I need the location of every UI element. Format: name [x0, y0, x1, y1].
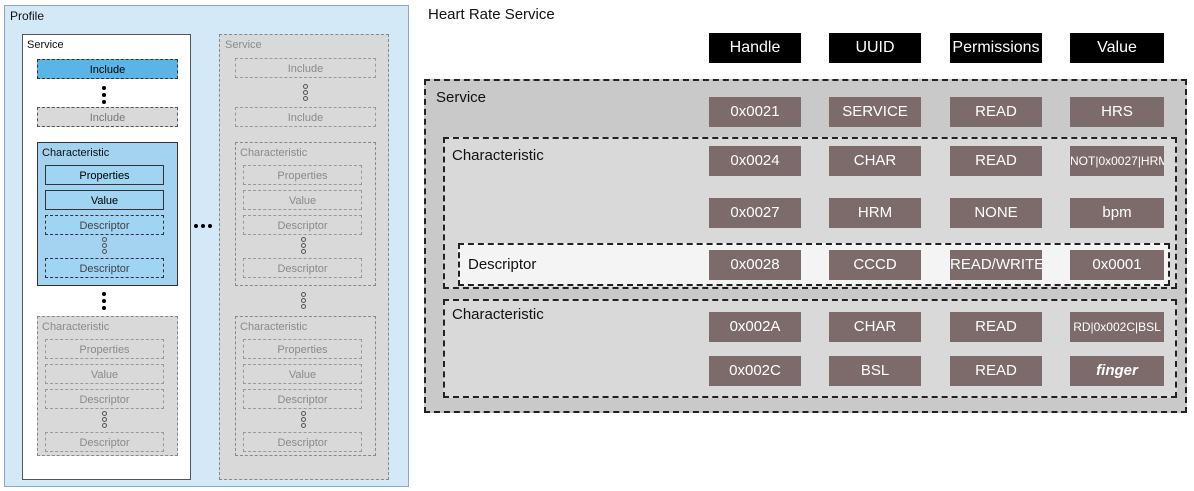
cell-uuid: CCCD — [829, 250, 921, 280]
horizontal-dots — [194, 224, 216, 230]
cell-permissions: READ — [950, 356, 1042, 386]
characteristic-label: Characteristic — [240, 321, 308, 333]
cell-value: bpm — [1070, 198, 1164, 228]
include-box: Include — [235, 107, 376, 127]
cell-value: 0x0001 — [1070, 250, 1164, 280]
descriptor-box: Descriptor — [243, 389, 362, 409]
cell-handle: 0x002C — [709, 356, 801, 386]
cell-handle: 0x002A — [709, 312, 801, 342]
descriptor-box: Descriptor — [243, 215, 362, 235]
profile-label: Profile — [10, 9, 45, 23]
descriptor-box: Descriptor — [45, 389, 164, 409]
descriptor-box: Descriptor — [243, 432, 362, 452]
vertical-small-dots — [102, 237, 107, 255]
cell-permissions: READ — [950, 146, 1042, 176]
vertical-dots — [101, 292, 107, 313]
descriptor-box: Descriptor — [45, 432, 164, 452]
cell-value: NOT|0x0027|HRM — [1070, 146, 1164, 176]
cell-uuid: CHAR — [829, 312, 921, 342]
descriptor-box: Descriptor — [45, 258, 164, 278]
cell-uuid: HRM — [829, 198, 921, 228]
column-header-uuid: UUID — [829, 33, 921, 63]
characteristic-label: Characteristic — [42, 147, 110, 159]
descriptor-box: Descriptor — [243, 258, 362, 278]
cell-handle: 0x0024 — [709, 146, 801, 176]
descriptor-box: Descriptor — [45, 215, 164, 235]
vertical-small-dots — [301, 411, 306, 429]
cell-permissions: READ/WRITE — [950, 250, 1042, 280]
value-box: Value — [45, 190, 164, 210]
characteristic-label: Characteristic — [452, 306, 544, 323]
cell-handle: 0x0027 — [709, 198, 801, 228]
cell-uuid: BSL — [829, 356, 921, 386]
service-label: Service — [436, 89, 487, 106]
cell-permissions: READ — [950, 97, 1042, 127]
properties-box: Properties — [45, 165, 164, 185]
characteristic-label: Characteristic — [42, 321, 110, 333]
column-header-permissions: Permissions — [950, 33, 1042, 63]
value-box: Value — [243, 364, 362, 384]
cell-handle: 0x0021 — [709, 97, 801, 127]
vertical-small-dots — [102, 411, 107, 429]
cell-uuid: CHAR — [829, 146, 921, 176]
vertical-dots — [101, 86, 107, 107]
cell-permissions: NONE — [950, 198, 1042, 228]
vertical-small-dots — [301, 237, 306, 255]
column-header-handle: Handle — [709, 33, 801, 63]
cell-value: finger — [1070, 356, 1164, 386]
cell-handle: 0x0028 — [709, 250, 801, 280]
characteristic-label: Characteristic — [452, 147, 544, 164]
cell-permissions: READ — [950, 312, 1042, 342]
hrs-title: Heart Rate Service — [428, 6, 555, 23]
value-box: Value — [45, 364, 164, 384]
include-box-highlighted: Include — [37, 59, 178, 79]
descriptor-group-box — [458, 243, 1170, 286]
column-header-value: Value — [1070, 33, 1164, 63]
properties-box: Properties — [45, 339, 164, 359]
vertical-small-dots — [301, 292, 306, 310]
include-box: Include — [37, 107, 178, 127]
properties-box: Properties — [243, 165, 362, 185]
cell-value: HRS — [1070, 97, 1164, 127]
descriptor-label: Descriptor — [468, 256, 537, 273]
properties-box: Properties — [243, 339, 362, 359]
cell-value: RD|0x002C|BSL — [1070, 312, 1164, 342]
vertical-small-dots — [303, 84, 308, 102]
characteristic-group-box — [443, 299, 1177, 398]
cell-uuid: SERVICE — [829, 97, 921, 127]
include-box: Include — [235, 58, 376, 78]
characteristic-label: Characteristic — [240, 147, 308, 159]
value-box: Value — [243, 190, 362, 210]
service-1-label: Service — [27, 39, 64, 51]
service-2-label: Service — [225, 39, 262, 51]
